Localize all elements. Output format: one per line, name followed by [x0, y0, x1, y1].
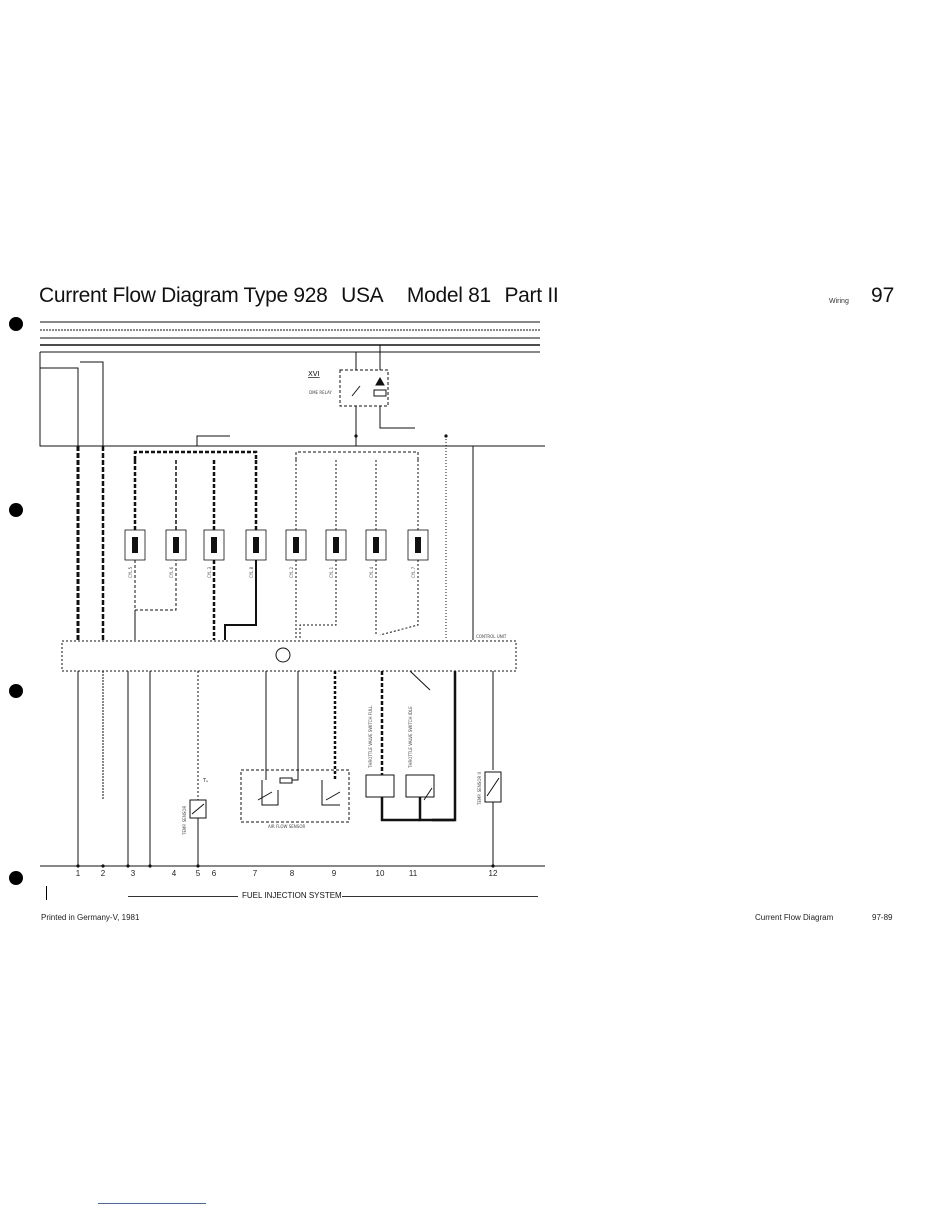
injector-label: CYL 5 [128, 566, 133, 578]
injector-label: CYL 7 [411, 566, 416, 578]
column-number: 9 [331, 869, 337, 878]
system-line-left [128, 896, 238, 897]
injector-label: CYL 1 [329, 566, 334, 578]
title-main: Current Flow Diagram Type 928 [39, 284, 328, 307]
injector-bus-left [133, 450, 258, 460]
control-unit [61, 640, 517, 672]
punch-hole-4 [9, 871, 23, 885]
injector-cyl-8: CYL 8 [245, 529, 267, 578]
injector-coil [253, 537, 259, 553]
column-number: 5 [195, 869, 201, 878]
column-number: 3 [130, 869, 136, 878]
title-part: Part II [504, 284, 559, 307]
group-label: Wiring [829, 298, 849, 305]
page-title: Current Flow Diagram Type 928 USA Model … [39, 284, 566, 308]
left-feed-3 [80, 361, 104, 446]
column-number: 7 [252, 869, 258, 878]
injector-group: CYL 5 CYL 6 CYL 3 CYL 8 CYL 2 CYL 1 CYL 4 CYL 7 [124, 529, 429, 578]
system-label: FUEL INJECTION SYSTEM [240, 891, 344, 900]
title-model: Model 81 [406, 284, 491, 307]
footer-title: Current Flow Diagram [755, 913, 834, 922]
title-market: USA [341, 284, 384, 307]
relay-out-2 [379, 406, 415, 429]
injector-coil [293, 537, 299, 553]
injector-cyl-4: CYL 4 [365, 529, 387, 578]
temp-sensor-2-label: TEMP. SENSOR II [477, 772, 482, 806]
injector-cyl-6: CYL 6 [165, 529, 187, 578]
throttle-switch-full-label: THROTTLE VALVE SWITCH FULL [368, 705, 373, 769]
throttle-switch-idle-box [405, 774, 435, 798]
group-number: 97 [871, 284, 895, 307]
footer-printed: Printed in Germany-V, 1981 [41, 913, 140, 922]
cut-mark [46, 886, 47, 900]
column-number: 6 [211, 869, 217, 878]
system-line-right [342, 896, 538, 897]
injector-label: CYL 4 [369, 566, 374, 578]
injector-coil [415, 537, 421, 553]
column-number: 2 [100, 869, 106, 878]
injector-coil [333, 537, 339, 553]
injector-cyl-3: CYL 3 [203, 529, 225, 578]
injector-coil [373, 537, 379, 553]
left-feed [39, 352, 545, 447]
injector-cyl-2: CYL 2 [285, 529, 307, 578]
punch-hole-1 [9, 317, 23, 331]
injector-coil [211, 537, 217, 553]
throttle-switch-idle-label: THROTTLE VALVE SWITCH IDLE [408, 706, 413, 769]
control-unit-transistor [275, 647, 291, 663]
column-number: 4 [171, 869, 177, 878]
relay-diode [375, 376, 385, 386]
punch-hole-3 [9, 684, 23, 698]
temp-sensor-label: TEMP. SENSOR [182, 806, 187, 837]
relay-switch [351, 385, 361, 397]
footer-page: 97-89 [872, 913, 893, 922]
injector-label: CYL 2 [289, 566, 294, 578]
air-flow-sensor-label: AIR FLOW SENSOR [268, 824, 305, 829]
injector-coil [173, 537, 179, 553]
punch-hole-2 [9, 503, 23, 517]
relay-box [339, 369, 389, 407]
injector-cyl-1: CYL 1 [325, 529, 347, 578]
relay-id-label: XVI [308, 370, 320, 378]
relay-coil [373, 389, 387, 397]
throttle-switch-full-box [365, 774, 395, 798]
left-feed-2 [40, 367, 79, 446]
link-underline [98, 1203, 206, 1204]
injector-coil [132, 537, 138, 553]
injector-bus-left-feed [196, 435, 230, 446]
injector-label: CYL 6 [169, 566, 174, 578]
column-number: 12 [488, 869, 498, 878]
relay-label: DME RELAY [309, 390, 332, 395]
control-unit-label: CONTROL UNIT [476, 634, 507, 639]
injector-cyl-5: CYL 5 [124, 529, 146, 578]
temp-sensor-mark: Tₐ [202, 778, 208, 784]
injector-cyl-7: CYL 7 [407, 529, 429, 578]
injector-bus-right [295, 451, 419, 460]
column-number: 11 [408, 869, 418, 878]
injector-label: CYL 3 [207, 566, 212, 578]
column-number: 1 [75, 869, 81, 878]
column-number: 8 [289, 869, 295, 878]
injector-label: CYL 8 [249, 566, 254, 578]
column-number: 10 [375, 869, 385, 878]
